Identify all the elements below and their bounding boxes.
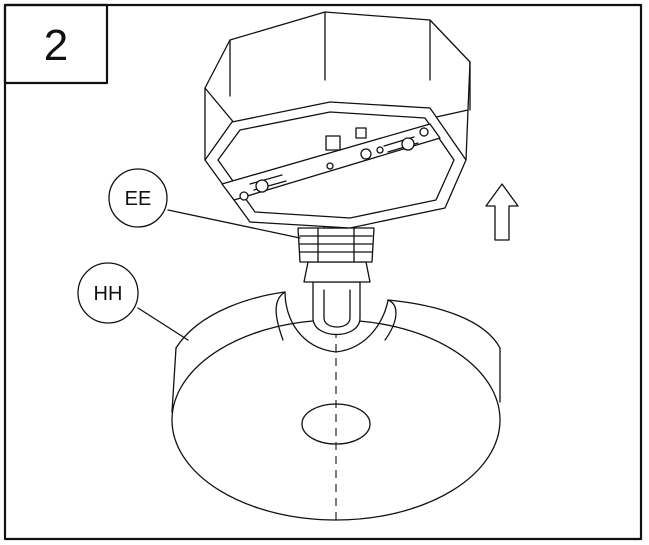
callout-hh-leader <box>137 307 189 341</box>
bulb-filament <box>323 289 351 328</box>
up-arrow-icon <box>485 183 519 241</box>
notch-left <box>275 291 286 341</box>
disc-center-hole <box>301 403 371 445</box>
step-number-box: 2 <box>3 3 109 85</box>
callout-ee-label: EE <box>125 188 152 210</box>
threaded-nut <box>297 227 375 263</box>
bulb-socket <box>297 227 375 336</box>
callout-hh-label: HH <box>94 283 123 305</box>
bar-hole-2 <box>376 146 384 154</box>
callout-ee: EE <box>108 168 301 239</box>
bar-screw-right <box>401 137 415 151</box>
junction-box <box>204 11 471 229</box>
bar-hole-3 <box>239 191 249 201</box>
step-number: 2 <box>44 21 68 70</box>
mounting-bar <box>221 123 441 201</box>
box-stud-2 <box>355 127 367 139</box>
notch-right <box>384 299 397 341</box>
socket-collar <box>303 261 371 283</box>
box-stud <box>325 135 341 151</box>
bar-screw-left <box>255 179 269 193</box>
disc-left-edge <box>171 347 177 413</box>
diagram-border <box>3 3 643 541</box>
callout-ee-leader <box>167 209 301 239</box>
bar-screw-center <box>360 148 372 160</box>
step-box-frame <box>3 3 109 85</box>
bar-hole-1 <box>326 162 334 170</box>
disc-top-rim <box>175 291 501 353</box>
box-opening <box>217 111 455 219</box>
box-edge-3 <box>465 109 469 161</box>
bar-hole-4 <box>419 127 429 137</box>
callout-ee-circle <box>108 168 168 228</box>
callout-hh: HH <box>77 262 189 341</box>
callout-hh-circle <box>77 262 139 324</box>
